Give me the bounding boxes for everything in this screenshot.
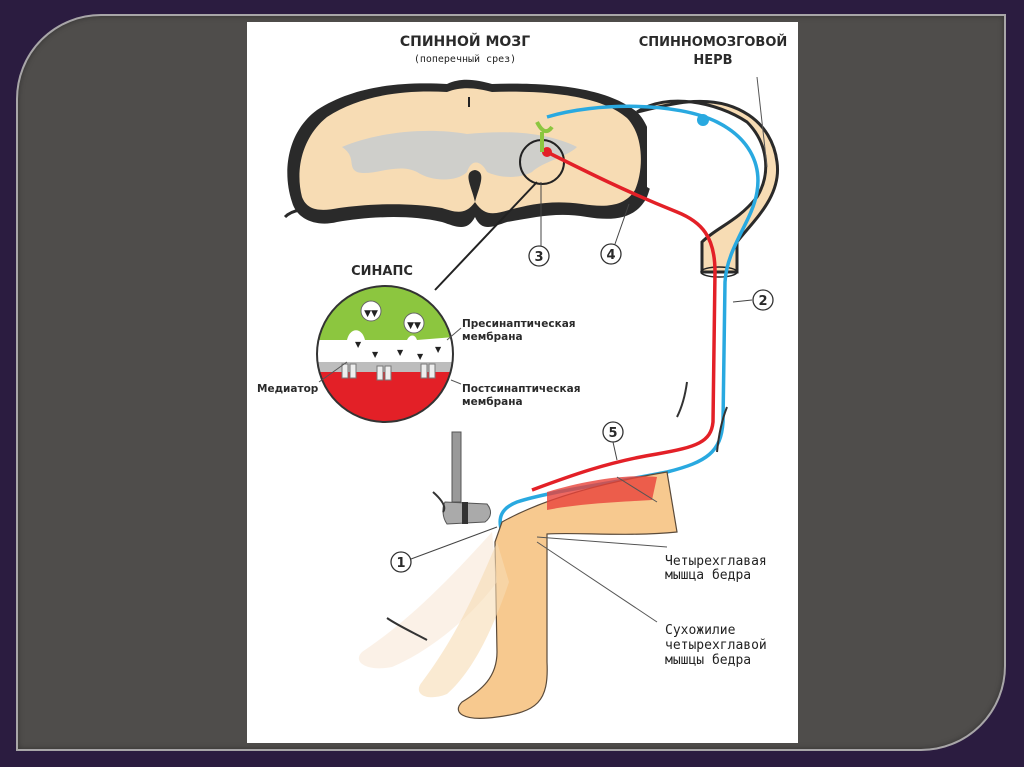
postsynaptic-label-1: Постсинаптическая: [462, 383, 580, 395]
subtitle-cross-section: (поперечный срез): [414, 53, 516, 65]
title-spinal-nerve-line1: СПИННОМОЗГОВОЙ: [639, 34, 788, 50]
svg-text:4: 4: [606, 248, 615, 263]
interneuron-green: [535, 121, 554, 152]
presynaptic-label-1: Пресинаптическая: [462, 318, 576, 330]
quadriceps-label-2: мышца бедра: [665, 568, 751, 583]
sensory-ganglion-cell: [697, 114, 709, 126]
svg-text:▼: ▼: [372, 350, 379, 359]
mediator-label: Медиатор: [257, 383, 319, 395]
title-spinal-cord: СПИННОЙ МОЗГ: [400, 33, 530, 50]
svg-text:1: 1: [396, 556, 405, 571]
svg-text:▼▼: ▼▼: [364, 309, 378, 319]
motor-neuron-cell: [542, 147, 552, 157]
svg-text:▼: ▼: [417, 352, 424, 361]
nerve-cut-ellipse: [700, 266, 738, 278]
callout-4: 4: [600, 243, 622, 265]
callout-5: 5: [602, 421, 624, 443]
kick-arrow: [386, 617, 428, 641]
svg-text:2: 2: [758, 294, 767, 309]
reflex-arc-figure: 3 4 2 5 1 ▼▼ ▼▼ ▼ ▼ ▼ ▼ ▼: [247, 22, 798, 743]
hammer-arrow: [432, 491, 446, 513]
sensory-direction-arrow: [716, 406, 728, 453]
quadriceps-label-1: Четырехглавая: [665, 554, 767, 569]
callout-3: 3: [528, 245, 550, 267]
motor-direction-arrow: [676, 381, 688, 418]
synapse-title: СИНАПС: [351, 264, 413, 279]
tendon-label-2: четырехглавой: [665, 638, 767, 653]
callout-2: 2: [752, 289, 774, 311]
reflex-hammer: [442, 431, 491, 525]
svg-text:▼: ▼: [435, 345, 442, 354]
reflex-arc-diagram: 3 4 2 5 1 ▼▼ ▼▼ ▼ ▼ ▼ ▼ ▼: [257, 33, 788, 719]
svg-text:▼▼: ▼▼: [407, 321, 421, 331]
svg-text:▼: ▼: [355, 340, 362, 349]
tendon-label-1: Сухожилие: [665, 623, 736, 638]
postsynaptic-label-2: мембрана: [462, 396, 523, 408]
leg-illustration: [358, 471, 678, 719]
callout-1: 1: [390, 551, 412, 573]
tendon-label-3: мышцы бедра: [665, 653, 751, 668]
synapse-enlarged: ▼▼ ▼▼ ▼ ▼ ▼ ▼ ▼: [316, 285, 454, 423]
svg-text:3: 3: [534, 250, 543, 265]
svg-text:5: 5: [608, 426, 617, 441]
presynaptic-label-2: мембрана: [462, 331, 523, 343]
spinal-cord-section: [283, 79, 779, 278]
svg-text:▼: ▼: [397, 348, 404, 357]
title-spinal-nerve-line2: НЕРВ: [693, 53, 732, 68]
motor-neuron-path: [531, 150, 717, 492]
